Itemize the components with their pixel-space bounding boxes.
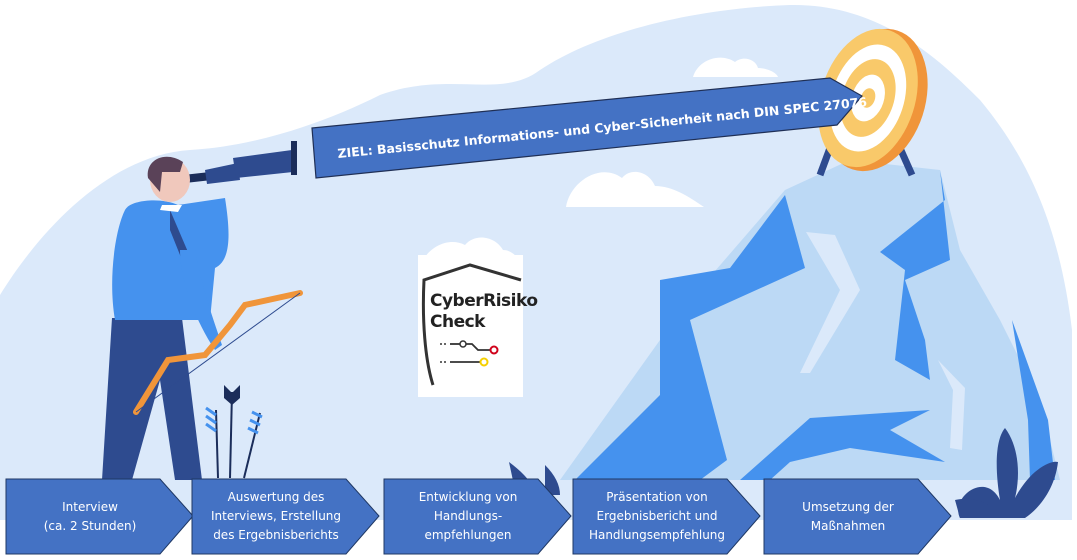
target-icon	[816, 28, 928, 177]
process-step-label: Interview (ca. 2 Stunden)	[43, 499, 137, 533]
cloud-icon	[566, 171, 704, 207]
person-with-telescope-illustration	[102, 141, 303, 480]
mountain-illustration	[560, 160, 1060, 480]
process-step-label: Auswertung des Interviews, Erstellung de…	[210, 490, 342, 542]
logo-title: CyberRisiko Check	[430, 291, 538, 332]
process-step-label: Entwicklung von Handlungs- empfehlungen	[418, 490, 518, 542]
process-step-label: Umsetzung der Maßnahmen	[802, 499, 894, 533]
cyberrisiko-check-logo	[418, 255, 523, 397]
cloud-icon	[693, 57, 778, 77]
yellow-dot-icon	[479, 357, 489, 367]
shield-icon	[421, 263, 522, 386]
plant-icon	[955, 428, 1058, 518]
process-step-label: Präsentation von Ergebnisbericht und Han…	[588, 490, 726, 542]
red-dot-icon	[489, 345, 499, 355]
